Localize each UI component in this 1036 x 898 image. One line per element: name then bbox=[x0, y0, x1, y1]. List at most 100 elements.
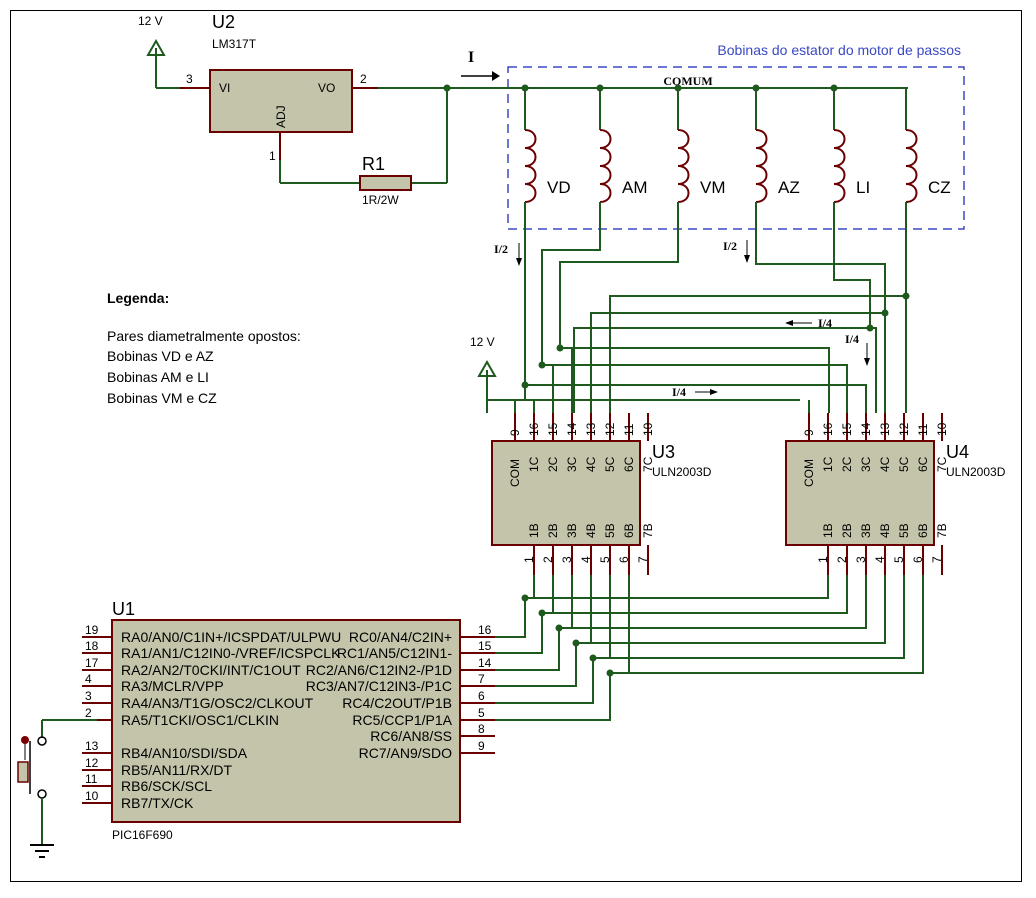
mcu-pin-name: RC2/AN6/C12IN2-/P1D bbox=[306, 662, 452, 678]
pin-number: 7 bbox=[636, 556, 650, 563]
mcu-pin-number: 14 bbox=[478, 656, 492, 670]
pin-name: 1C bbox=[527, 456, 541, 472]
mcu-ref: U1 bbox=[112, 599, 135, 619]
mcu-pin-name: RA3/MCLR/VPP bbox=[121, 678, 224, 694]
junction-dot bbox=[866, 324, 874, 332]
pin-name: 3B bbox=[859, 523, 873, 538]
pin-name: 3C bbox=[565, 456, 579, 472]
driver-body bbox=[491, 440, 641, 546]
pin-name: 2B bbox=[840, 523, 854, 538]
pushbutton-icon bbox=[17, 719, 97, 799]
coil-vm: VM bbox=[677, 88, 726, 232]
pin-number: 12 bbox=[603, 422, 617, 436]
junction-dot bbox=[538, 609, 546, 617]
supply-label-1: 12 V bbox=[138, 14, 163, 28]
regulator-pin-1: 1 bbox=[269, 149, 276, 163]
current-quarter-a: I/4 bbox=[818, 316, 832, 330]
current-arrow-icon bbox=[461, 71, 500, 81]
coil-label: VD bbox=[547, 178, 571, 197]
legend-line-2: Bobinas VD e AZ bbox=[107, 348, 214, 364]
coil-cz: CZ bbox=[905, 88, 951, 232]
pin-name: 2C bbox=[840, 456, 854, 472]
regulator-pin-2: 2 bbox=[360, 72, 367, 86]
pin-number: 15 bbox=[546, 422, 560, 436]
supply-arrow-icon-2 bbox=[477, 359, 800, 401]
wire bbox=[559, 575, 867, 629]
pin-name: 5B bbox=[897, 523, 911, 538]
mcu-pin-name: RC7/AN9/SDO bbox=[359, 745, 452, 761]
mcu-pin-number: 3 bbox=[85, 689, 92, 703]
driver-ref: U4 bbox=[946, 442, 969, 462]
pin-number: 1 bbox=[522, 556, 536, 563]
coil-li: LI bbox=[833, 88, 870, 232]
pin-name: 1B bbox=[527, 523, 541, 538]
wire bbox=[593, 575, 611, 659]
pin-number: 10 bbox=[935, 422, 949, 436]
mcu-pin-number: 4 bbox=[85, 672, 92, 686]
regulator-vo: VO bbox=[318, 81, 335, 95]
mcu-pin-name: RC1/AN5/C12IN1- bbox=[337, 645, 452, 661]
mcu-pin-name: RA2/AN2/T0CKI/INT/C1OUT bbox=[121, 662, 301, 678]
control-line bbox=[495, 628, 560, 671]
pin-number: 16 bbox=[821, 422, 835, 436]
resistor-value: 1R/2W bbox=[362, 193, 399, 207]
wire bbox=[542, 575, 848, 614]
wire bbox=[576, 575, 592, 644]
mcu-pin-name: RB5/AN11/RX/DT bbox=[121, 762, 232, 778]
pin-name: COM bbox=[802, 459, 816, 487]
current-half-left: I/2 bbox=[494, 242, 508, 256]
junction-dot bbox=[881, 309, 889, 317]
down-arrow-icon-3 bbox=[864, 343, 870, 366]
pin-name: 5C bbox=[603, 456, 617, 472]
mcu-pin-number: 10 bbox=[85, 789, 99, 803]
mcu-pin-number: 13 bbox=[85, 739, 99, 753]
pin-number: 4 bbox=[873, 556, 887, 563]
pin-number: 4 bbox=[579, 556, 593, 563]
pin-number: 7 bbox=[930, 556, 944, 563]
mcu-pin-name: RA5/T1CKI/OSC1/CLKIN bbox=[121, 712, 279, 728]
pin-name: 5B bbox=[603, 523, 617, 538]
mcu-pin-name: RB6/SCK/SCL bbox=[121, 778, 212, 794]
net-li bbox=[573, 232, 871, 413]
pin-name: 4B bbox=[584, 523, 598, 538]
pin-name: 1B bbox=[821, 523, 835, 538]
coil-label: AZ bbox=[778, 178, 800, 197]
down-arrow-icon-1 bbox=[516, 243, 522, 266]
legend-line-4: Bobinas VM e CZ bbox=[107, 390, 217, 406]
pin-name: 1C bbox=[821, 456, 835, 472]
pin-number: 5 bbox=[892, 556, 906, 563]
pin-number: 5 bbox=[598, 556, 612, 563]
mcu-part: PIC16F690 bbox=[112, 828, 173, 842]
pin-number: 11 bbox=[916, 423, 930, 436]
mcu-pin-name: RC3/AN7/C12IN3-/P1C bbox=[306, 678, 452, 694]
mcu-pin-name: RC4/C2OUT/P1B bbox=[342, 695, 452, 711]
legend-line-3: Bobinas AM e LI bbox=[107, 369, 209, 385]
pin-name: 7C bbox=[641, 456, 655, 472]
mcu-pin-name: RB4/AN10/SDI/SDA bbox=[121, 745, 248, 761]
mcu-pin-number: 8 bbox=[478, 722, 485, 736]
control-line bbox=[495, 643, 577, 687]
driver-u3: 9COM161C152C143C134C125C116C107C1B12B23B… bbox=[491, 413, 712, 575]
regulator-ref: U2 bbox=[212, 12, 235, 32]
driver-ref: U3 bbox=[652, 442, 675, 462]
legend-line-1: Pares diametralmente opostos: bbox=[107, 328, 301, 344]
supply-label-2: 12 V bbox=[470, 335, 495, 349]
mcu-pin-name: RC5/CCP1/P1A bbox=[352, 712, 452, 728]
mcu-pin-name: RA0/AN0/C1IN+/ICSPDAT/ULPWU bbox=[121, 629, 341, 645]
current-half-right: I/2 bbox=[723, 239, 737, 253]
net-am bbox=[541, 232, 601, 413]
control-line bbox=[495, 598, 526, 638]
stator-title: Bobinas do estator do motor de passos bbox=[717, 42, 961, 58]
pin-name: 4C bbox=[584, 456, 598, 472]
wire bbox=[610, 575, 924, 674]
pin-name: 6C bbox=[916, 456, 930, 472]
pin-name: 7C bbox=[935, 456, 949, 472]
wire bbox=[870, 327, 877, 413]
coil-label: CZ bbox=[928, 178, 951, 197]
junction-dot bbox=[521, 84, 529, 92]
junction-dot bbox=[555, 624, 563, 632]
regulator-body bbox=[209, 69, 353, 133]
mcu-pin-name: RA4/AN3/T1G/OSC2/CLKOUT bbox=[121, 695, 314, 711]
mcu-pin-name: RC6/AN8/SS bbox=[370, 728, 452, 744]
pin-number: 2 bbox=[541, 556, 555, 563]
